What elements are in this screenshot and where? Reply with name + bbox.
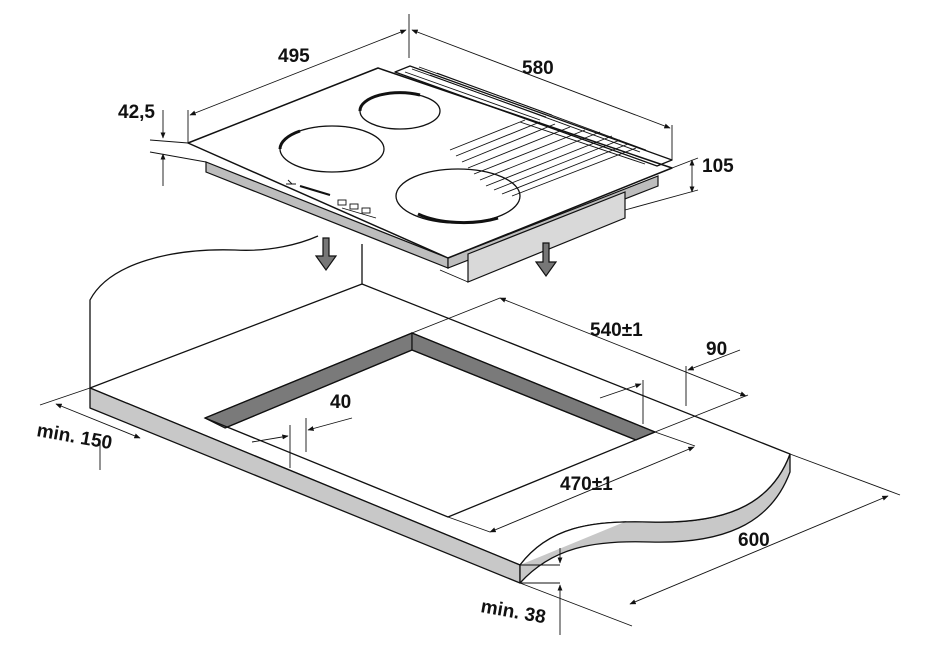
hob-glass-top [187, 67, 673, 259]
label-hob-depth: 495 [278, 46, 310, 67]
label-rear-gap: 90 [706, 339, 727, 360]
control-panel [286, 179, 377, 219]
label-hob-height: 105 [702, 156, 734, 177]
down-arrow-icon [314, 237, 338, 272]
label-hob-width: 580 [522, 58, 554, 79]
down-arrow-icon [534, 242, 558, 278]
label-cutout-depth: 470±1 [560, 474, 613, 495]
label-worktop-depth: 600 [738, 530, 770, 551]
worktop [89, 235, 791, 584]
hob [187, 65, 673, 283]
label-worktop-thickness: min. 38 [479, 596, 547, 628]
label-glass-thickness: 42,5 [118, 102, 155, 123]
worktop-front-edge [89, 387, 521, 584]
dimension-lines [39, 14, 901, 635]
label-front-gap: 40 [330, 392, 351, 413]
label-wall-clearance: min. 150 [35, 420, 114, 454]
label-cutout-width: 540±1 [590, 320, 643, 341]
